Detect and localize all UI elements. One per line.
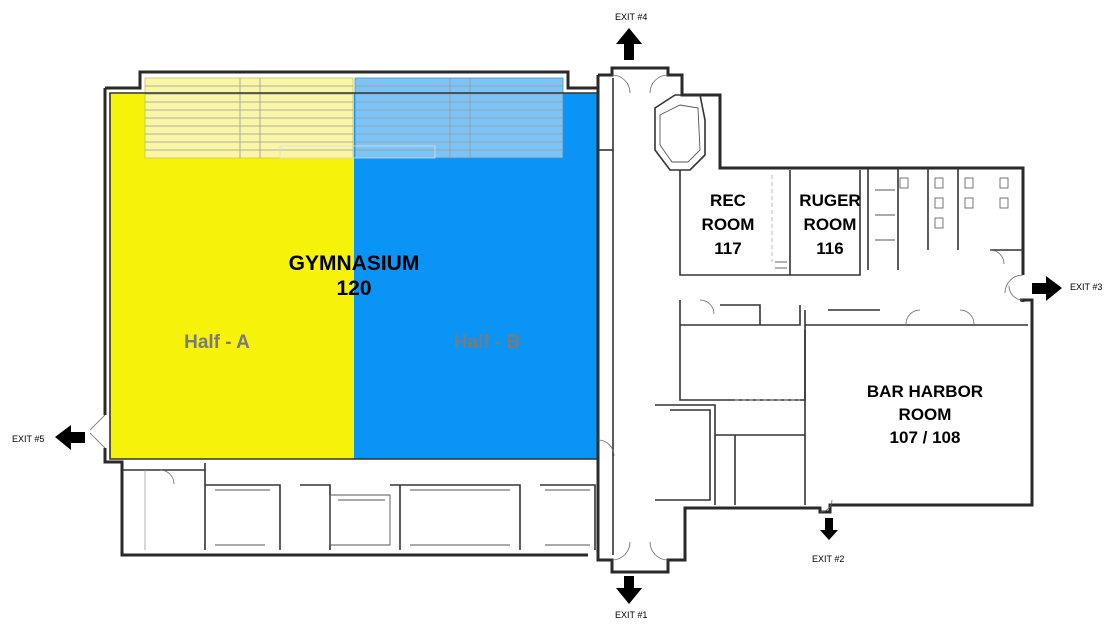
exit-4-label: EXIT #4 <box>615 12 647 22</box>
rec-room-line2: ROOM <box>702 215 755 234</box>
exit-3-arrow[interactable] <box>1032 276 1062 301</box>
ruger-room-line1: RUGER <box>799 191 860 210</box>
arrow-up-icon <box>616 28 642 60</box>
arrow-down-icon <box>616 576 642 604</box>
exit-4-arrow[interactable] <box>616 28 642 60</box>
ruger-room-line2: ROOM <box>804 215 857 234</box>
gym-boundary <box>109 92 599 460</box>
gymnasium-name: GYMNASIUM <box>289 252 420 275</box>
gymnasium-number: 120 <box>336 277 371 300</box>
arrow-down-icon <box>820 518 838 540</box>
exit-2-label: EXIT #2 <box>812 554 844 564</box>
arrow-right-icon <box>1032 276 1062 301</box>
exit-3-label: EXIT #3 <box>1070 282 1102 292</box>
bleachers-b <box>354 77 564 159</box>
exterior-walls <box>103 66 1034 574</box>
bar-harbor-line1: BAR HARBOR <box>867 382 983 401</box>
half-a-label: Half - A <box>184 332 250 353</box>
exit-1-label: EXIT #1 <box>615 610 647 620</box>
bar-harbor-number: 107 / 108 <box>890 428 961 447</box>
rec-room-line1: REC <box>710 191 746 210</box>
exit-1-arrow[interactable] <box>616 576 642 604</box>
bleacher-base <box>279 145 436 159</box>
exit-2-arrow[interactable] <box>820 518 838 540</box>
bleachers-a <box>144 77 354 159</box>
ruger-room-number: 116 <box>816 239 843 258</box>
interior-walls <box>89 74 1028 561</box>
arrow-left-icon <box>55 425 85 450</box>
rec-room-number: 117 <box>714 239 741 258</box>
exit-5-label: EXIT #5 <box>12 434 44 444</box>
half-b-label: Half - B <box>454 332 521 353</box>
bar-harbor-line2: ROOM <box>899 405 952 424</box>
exit-5-arrow[interactable] <box>55 425 85 450</box>
